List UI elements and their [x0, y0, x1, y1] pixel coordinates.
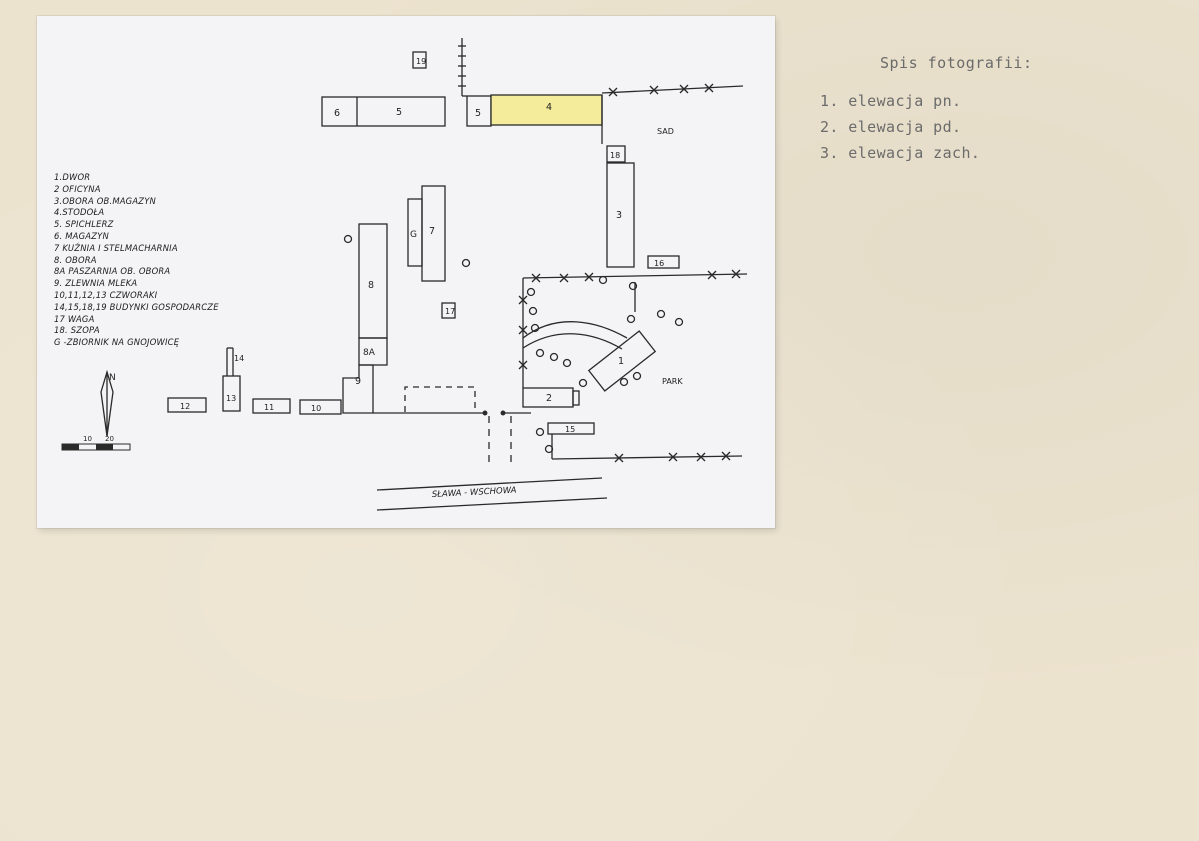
legend-item: 14,15,18,19 BUDYNKI GOSPODARCZE: [54, 301, 219, 312]
label-19: 19: [416, 57, 426, 66]
label-sad: SAD: [657, 127, 674, 136]
road-line-top: [376, 477, 603, 491]
label-8: 8: [368, 280, 374, 291]
legend-item: 18. SZOPA: [54, 325, 100, 336]
building-19: [412, 51, 427, 69]
photo-list: Spis fotografii: 1. elewacja pn. 2. elew…: [820, 54, 1160, 166]
label-12: 12: [180, 402, 190, 411]
legend-item: 6. MAGAZYN: [54, 230, 109, 241]
legend-item: 4.STODOŁA: [54, 207, 105, 218]
building-1: [587, 330, 657, 392]
legend-item: 9. ZLEWNIA MLEKA: [54, 278, 138, 289]
label-6: 6: [334, 108, 340, 119]
scale-bar: [61, 443, 131, 451]
legend-item: 1.DWOR: [54, 172, 91, 182]
north-label: N: [109, 373, 116, 383]
road-line-bottom: [376, 497, 608, 511]
photo-list-title: Spis fotografii:: [880, 54, 1033, 72]
label-17: 17: [445, 307, 455, 316]
label-g: G: [410, 230, 417, 240]
photo-list-item: 3. elewacja zach.: [820, 144, 981, 162]
building-12: [167, 397, 207, 413]
legend-item: 5. SPICHLERZ: [54, 219, 114, 230]
label-9: 9: [355, 376, 361, 387]
label-2: 2: [546, 393, 552, 404]
legend-item: 7 KUŹNIA I STELMACHARNIA: [54, 242, 178, 253]
building-9: [342, 364, 374, 414]
legend-item: 17 WAGA: [54, 313, 95, 324]
label-13: 13: [226, 394, 236, 403]
label-11: 11: [264, 403, 274, 412]
building-7: [421, 185, 446, 282]
building-4: [490, 94, 603, 126]
building-10: [299, 399, 342, 415]
legend-item: 10,11,12,13 CZWORAKI: [54, 289, 158, 300]
map-legend: 1.DWOR 2 OFICYNA 3.OBORA OB.MAGAZYN 4.ST…: [54, 172, 294, 349]
label-14: 14: [234, 354, 244, 363]
legend-item: 8A PASZARNIA OB. OBORA: [54, 266, 171, 277]
building-13: [222, 375, 241, 412]
label-park: PARK: [662, 377, 683, 386]
building-15: [547, 422, 595, 435]
label-16: 16: [654, 259, 664, 268]
label-15: 15: [565, 425, 575, 434]
label-3: 3: [616, 210, 622, 221]
legend-item: 8. OBORA: [54, 254, 97, 265]
building-18: [606, 145, 626, 163]
label-5b: 5: [475, 108, 481, 119]
legend-item: 3.OBORA OB.MAGAZYN: [54, 195, 157, 206]
label-4: 4: [546, 102, 552, 113]
site-plan-photo: 19 6 5 5 4 18 3 16 G 7 17 8 8A 9 10 11 1…: [37, 16, 775, 528]
label-1: 1: [618, 356, 624, 367]
photo-list-item: 1. elewacja pn.: [820, 92, 962, 110]
label-5a: 5: [396, 107, 402, 118]
site-plan-drawing: 19 6 5 5 4 18 3 16 G 7 17 8 8A 9 10 11 1…: [61, 38, 748, 511]
building-16: [647, 255, 680, 269]
building-3: [606, 162, 635, 268]
label-18: 18: [610, 151, 620, 160]
building-17: [441, 302, 456, 319]
road-label: SŁAWA - WSCHOWA: [432, 486, 517, 500]
building-11: [252, 398, 291, 414]
label-7: 7: [429, 226, 435, 237]
legend-item: G -ZBIORNIK NA GNOJOWICĘ: [54, 337, 180, 348]
label-8a: 8A: [363, 348, 376, 358]
building-6-5: [321, 96, 446, 127]
scale-label-20: 20: [105, 435, 114, 443]
scale-label-10: 10: [83, 435, 92, 443]
label-10: 10: [311, 404, 321, 413]
legend-item: 2 OFICYNA: [54, 183, 101, 194]
photo-list-item: 2. elewacja pd.: [820, 118, 962, 136]
